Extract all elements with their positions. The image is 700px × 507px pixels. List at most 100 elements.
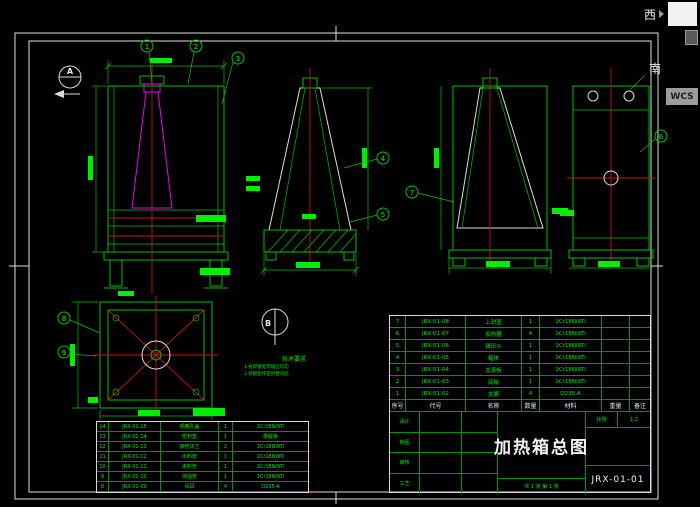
label-text-blob [246, 176, 260, 181]
balloon-callout[interactable]: 6 [639, 129, 668, 153]
tech-req-title: 技术要求 [281, 356, 306, 363]
bom-header-code: 代号 [406, 400, 466, 412]
bom-cell-code: JRX-01-12 [109, 452, 161, 462]
bom-cell-qty: 1 [522, 340, 540, 352]
bom-cell-qty: 1 [219, 452, 233, 462]
bom-row: 13 JRX-01-14 密封垫 1 橡胶板 [97, 432, 308, 442]
title-block: 7 JRX-01-08 上封盖 1 1Cr18Ni9Ti 6 JRX-01-07… [389, 315, 651, 494]
bom-cell-material: 1Cr18Ni9Ti [540, 328, 602, 340]
bom-header-weight: 重量 [602, 400, 630, 412]
bom-cell-qty: 1 [522, 316, 540, 328]
bom-row: 10 JRX-01-11 进料管 1 1Cr18Ni9Ti [97, 462, 308, 472]
west-arrow-icon [659, 10, 664, 18]
tech-req-line: 2.装配后作密封性试验 [244, 372, 289, 377]
bom-cell-name: 支承板 [466, 364, 522, 376]
viewcube-face[interactable] [668, 2, 697, 26]
bom-row: 9 JRX-01-10 测温管 1 1Cr18Ni9Ti [97, 472, 308, 482]
balloon-callout[interactable]: 8 [57, 311, 101, 334]
bom-header-name: 名称 [466, 400, 522, 412]
bom-cell-material: 1Cr18Ni9Ti [233, 442, 308, 452]
balloon-callout[interactable]: 5 [349, 207, 390, 223]
bom-header-qty: 数量 [522, 400, 540, 412]
bom-left-rows: 14 JRX-01-15 观察孔盖 1 1Cr18Ni9Ti 13 JRX-01… [97, 422, 308, 492]
dim-text-blob [362, 148, 367, 168]
viewcube-south-label[interactable]: 南 [649, 62, 662, 76]
sign-label: 制图 [390, 432, 420, 452]
bom-cell-qty: 4 [522, 388, 540, 400]
dim-text-blob [598, 261, 620, 267]
bom-row: 4 JRX-01-05 箱体 1 1Cr18Ni9Ti [390, 352, 650, 364]
label-text-blob [193, 408, 225, 416]
bom-header-seq: 序号 [390, 400, 406, 412]
bom-cell-qty: 1 [522, 352, 540, 364]
scale-value: 1:2 [629, 416, 639, 423]
dim-text-blob [88, 156, 93, 180]
svg-text:B: B [265, 319, 271, 328]
scale-label: 比例 [586, 412, 618, 427]
bom-cell-qty: 1 [522, 376, 540, 388]
label-text-blob [200, 268, 230, 275]
hopper-box-view[interactable] [434, 68, 568, 274]
svg-text:7: 7 [410, 189, 414, 197]
bom-cell-seq: 7 [390, 316, 406, 328]
bom-cell-qty: 4 [219, 482, 233, 492]
bom-cell-qty: 1 [219, 422, 233, 432]
signature-grid: 设计 制图 审核 工艺 [390, 412, 498, 494]
bom-cell-seq: 14 [97, 422, 109, 432]
bom-cell-code: JRX-01-09 [109, 482, 161, 492]
bom-cell-material: 1Cr18Ni9Ti [540, 352, 602, 364]
balloon-callout[interactable]: 7 [405, 185, 455, 203]
title-block-body: 设计 制图 审核 工艺 加热箱总图 共 1 张 第 1 张 比例 1:2 JRX… [390, 412, 650, 494]
front-view[interactable] [88, 58, 230, 296]
sign-label: 设计 [390, 412, 420, 432]
viewcube-edge-icon[interactable] [685, 30, 698, 45]
bom-cell-seq: 2 [390, 376, 406, 388]
bom-cell-code: JRX-01-04 [406, 364, 466, 376]
tech-req-line: 1.各焊接处焊缝应均匀 [244, 365, 289, 370]
bom-right-rows: 7 JRX-01-08 上封盖 1 1Cr18Ni9Ti 6 JRX-01-07… [390, 316, 650, 400]
balloon-callout[interactable]: 2 [187, 39, 203, 85]
bom-cell-qty: 4 [522, 328, 540, 340]
scale-cells: 比例 1:2 [586, 412, 650, 428]
drawing-title: 加热箱总图 [494, 437, 589, 458]
drawing-number: JRX-01-01 [591, 475, 645, 485]
bom-cell-qty: 1 [219, 432, 233, 442]
dim-text-blob [118, 291, 134, 296]
bom-header-remark: 备注 [630, 400, 650, 412]
bom-cell-name: 进料管 [161, 462, 219, 472]
bom-cell-weight [602, 352, 630, 364]
svg-text:2: 2 [194, 43, 198, 51]
bom-cell-name: 密封垫 [161, 432, 219, 442]
svg-text:9: 9 [62, 349, 66, 357]
bom-row: 12 JRX-01-13 接管法兰 2 1Cr18Ni9Ti [97, 442, 308, 452]
balloon-callout[interactable]: 3 [221, 51, 245, 105]
svg-text:A: A [67, 67, 74, 76]
balloon-callout[interactable]: 4 [343, 151, 390, 169]
balloon-callout[interactable]: 9 [57, 345, 97, 359]
bom-header-row: 序号 代号 名称 数量 材料 重量 备注 [390, 400, 650, 412]
viewcube-west-label[interactable]: 西 [644, 8, 657, 22]
bom-cell-material: 1Cr18Ni9Ti [233, 452, 308, 462]
bom-cell-qty: 1 [522, 364, 540, 376]
svg-text:5: 5 [381, 211, 385, 219]
bom-cell-code: JRX-01-03 [406, 376, 466, 388]
bom-cell-seq: 9 [97, 472, 109, 482]
top-view[interactable] [70, 296, 225, 420]
section-mark-b: B [261, 308, 289, 345]
section-mark-a: A [54, 65, 82, 98]
label-text-blob [302, 214, 316, 219]
bom-cell-qty: 1 [219, 462, 233, 472]
bom-cell-qty: 2 [219, 442, 233, 452]
funnel-section-view[interactable] [246, 68, 372, 276]
bom-left-table: 14 JRX-01-15 观察孔盖 1 1Cr18Ni9Ti 13 JRX-01… [96, 421, 309, 493]
wcs-badge[interactable]: WCS [666, 88, 698, 105]
bom-cell-seq: 5 [390, 340, 406, 352]
balloon-callout[interactable]: 1 [140, 39, 154, 85]
bom-cell-qty: 1 [219, 472, 233, 482]
bom-cell-remark [630, 376, 650, 388]
bom-row: 6 JRX-01-07 加热器 4 1Cr18Ni9Ti [390, 328, 650, 340]
side-panel-view[interactable] [560, 68, 655, 269]
bom-cell-material: 1Cr18Ni9Ti [540, 316, 602, 328]
signature-row: 制图 [390, 432, 497, 453]
